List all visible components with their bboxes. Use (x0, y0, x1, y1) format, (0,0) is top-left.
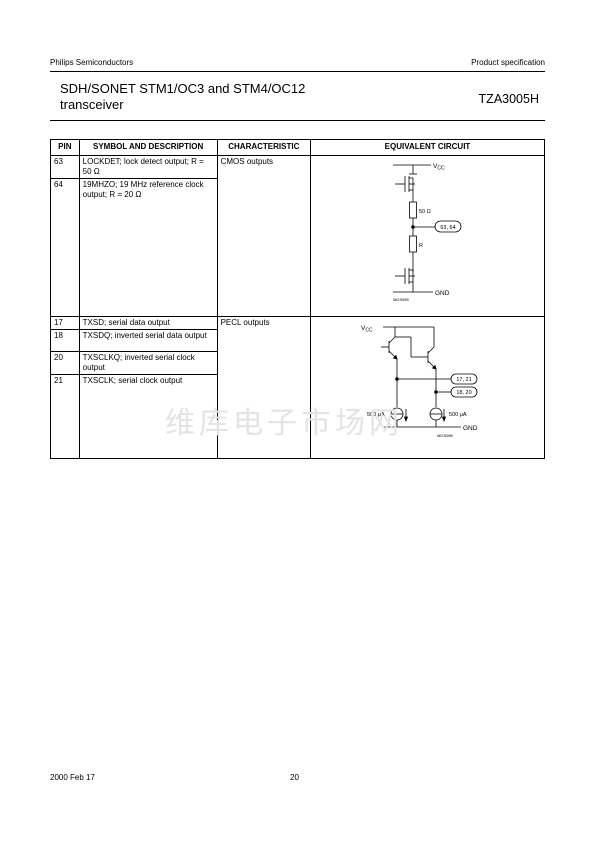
figure-code: MGS986 (437, 433, 454, 438)
table-row: 21 TXSCLK; serial clock output (50, 374, 545, 459)
gnd-label: GND (463, 425, 478, 432)
pin-description-table: PIN SYMBOL AND DESCRIPTION CHARACTERISTI… (50, 139, 545, 459)
vcc-label: VCC (433, 163, 445, 172)
header-characteristic: CHARACTERISTIC (216, 139, 312, 156)
pin-cell: 20 (50, 351, 80, 375)
pin-cell: 17 (50, 316, 80, 330)
characteristic-cell: CMOS outputs (216, 155, 312, 317)
table-row: 63 LOCKDET; lock detect output; R = 50 Ω… (50, 154, 545, 317)
table-row: 17 TXSD; serial data output PECL outputs (50, 316, 545, 459)
table-row: 20 TXSCLKQ; inverted serial clock output (50, 351, 545, 375)
table-row: 64 19MHZO; 19 MHz reference clock output… (50, 178, 545, 317)
header-pin: PIN (50, 139, 80, 156)
header-rule (50, 71, 545, 72)
desc-cell: TXSCLKQ; inverted serial clock output (78, 351, 218, 375)
title-rule (50, 120, 545, 121)
pin-63-64-label: 63, 64 (440, 225, 455, 231)
pin-cell: 63 (50, 154, 80, 180)
header-company: Philips Semiconductors (50, 58, 134, 67)
title-line-2: transceiver (60, 97, 124, 112)
desc-cell: TXSCLK; serial clock output (78, 374, 218, 459)
header-circuit: EQUIVALENT CIRCUIT (310, 139, 545, 156)
document-title: SDH/SONET STM1/OC3 and STM4/OC12 transce… (60, 81, 360, 113)
table-header-row: PIN SYMBOL AND DESCRIPTION CHARACTERISTI… (50, 139, 545, 156)
footer-page-number: 20 (290, 773, 299, 782)
current-source-right-label: 500 μA (449, 412, 467, 418)
resistor-r-label: R (419, 243, 423, 249)
resistor-50-label: 50 Ω (419, 209, 431, 215)
pecl-output-circuit: VCC 17, 21 18, 20 500 μA 500 μA GND MGS9… (361, 325, 478, 438)
header-doc-type: Product specification (471, 58, 545, 67)
pecl-circuit-cell: VCC 17, 21 18, 20 500 μA 500 μA GND MGS9… (310, 316, 545, 459)
cmos-circuit-cell: VCC 50 Ω 63, 64 R GND MGS985 (310, 155, 545, 317)
pin-cell: 21 (50, 374, 80, 459)
desc-cell: LOCKDET; lock detect output; R = 50 Ω (78, 154, 218, 180)
pin-cell: 64 (50, 178, 80, 317)
watermark-text: 维库电子市场网 (165, 406, 403, 441)
current-source-left-label: 500 μA (367, 412, 385, 418)
desc-cell: TXSD; serial data output (78, 316, 218, 330)
pin-cell: 18 (50, 329, 80, 352)
cmos-output-circuit: VCC 50 Ω 63, 64 R GND MGS985 (393, 163, 462, 302)
vcc-label: VCC (361, 325, 373, 334)
header-symbol: SYMBOL AND DESCRIPTION (78, 139, 218, 156)
figure-code: MGS985 (393, 297, 410, 302)
desc-cell: 19MHZO; 19 MHz reference clock output; R… (78, 178, 218, 317)
desc-cell: TXSDQ; inverted serial data output (78, 329, 218, 352)
pin-17-21-label: 17, 21 (456, 377, 471, 383)
footer-date: 2000 Feb 17 (50, 773, 95, 782)
pin-18-20-label: 18, 20 (456, 390, 471, 396)
part-number: TZA3005H (478, 92, 539, 106)
characteristic-cell: PECL outputs (216, 316, 312, 459)
title-line-1: SDH/SONET STM1/OC3 and STM4/OC12 (60, 81, 306, 96)
gnd-label: GND (435, 290, 450, 297)
